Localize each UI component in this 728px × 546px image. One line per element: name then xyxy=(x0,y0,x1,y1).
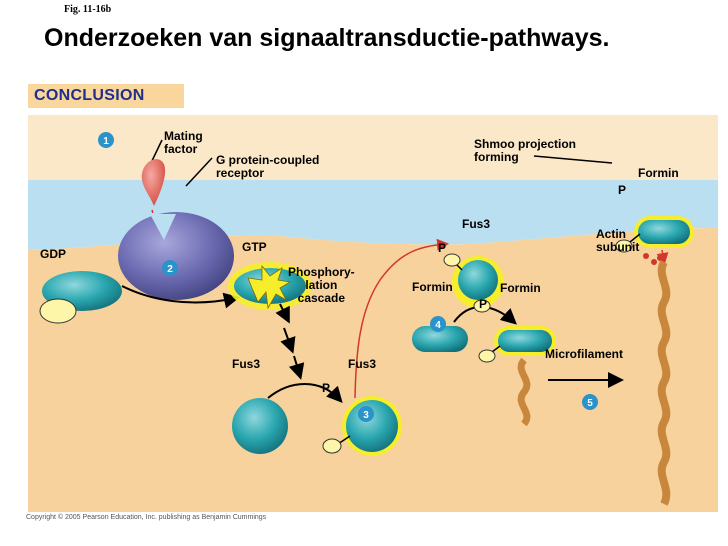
copyright-notice: Copyright © 2005 Pearson Education, Inc.… xyxy=(26,514,267,521)
conclusion-label: CONCLUSION xyxy=(34,87,145,104)
gtp-label: GTP xyxy=(242,240,267,254)
formin-inactive xyxy=(412,326,468,352)
fus3-mid-phosphate-label: P xyxy=(322,381,331,395)
figure-number: Fig. 11-16b xyxy=(64,4,112,15)
step-2-marker: 2 xyxy=(162,260,178,276)
cytoplasm xyxy=(28,228,718,512)
formin-phosphate-label: P xyxy=(479,297,488,311)
fus3-left-label: Fus3 xyxy=(232,357,261,371)
gdp-label: GDP xyxy=(40,247,67,261)
svg-text:1: 1 xyxy=(103,136,109,147)
svg-text:2: 2 xyxy=(167,264,173,275)
receptor-leader xyxy=(185,157,213,187)
fus3-mid-label: Fus3 xyxy=(348,357,377,371)
g-protein-coupled-receptor xyxy=(118,212,234,300)
fus3-inactive xyxy=(232,398,288,454)
shmoo-leader xyxy=(533,155,613,164)
fus3-membrane xyxy=(458,260,498,300)
formin-far-label: Formin xyxy=(638,166,679,180)
extracellular-space xyxy=(28,115,718,185)
formin-left-label: Formin xyxy=(412,280,453,294)
svg-text:4: 4 xyxy=(435,320,441,331)
formin-active xyxy=(498,330,552,352)
gtp-burst xyxy=(247,264,292,310)
page-title: Onderzoeken van signaaltransductie-pathw… xyxy=(44,24,610,52)
microfilament-short xyxy=(517,357,531,427)
fus3-active xyxy=(346,400,398,452)
microfilament-label: Microfilament xyxy=(545,347,624,361)
conclusion-banner: CONCLUSION xyxy=(28,84,184,108)
step-1-marker: 1 xyxy=(98,132,114,148)
svg-text:5: 5 xyxy=(587,398,593,409)
formin-right-label: Formin xyxy=(500,281,541,295)
step-5-marker: 5 xyxy=(582,394,598,410)
fus3-top-label: Fus3 xyxy=(462,217,491,231)
gdp-molecule xyxy=(39,298,77,324)
formin-far-phosphate-label: P xyxy=(618,183,627,197)
step-4-marker: 4 xyxy=(430,316,446,332)
fus3-top-phosphate-label: P xyxy=(438,241,447,255)
formin-membrane xyxy=(638,220,690,244)
mating-factor-molecule xyxy=(141,159,166,206)
microfilament-long xyxy=(657,260,671,506)
svg-text:3: 3 xyxy=(363,410,369,421)
step-3-marker: 3 xyxy=(358,406,374,422)
